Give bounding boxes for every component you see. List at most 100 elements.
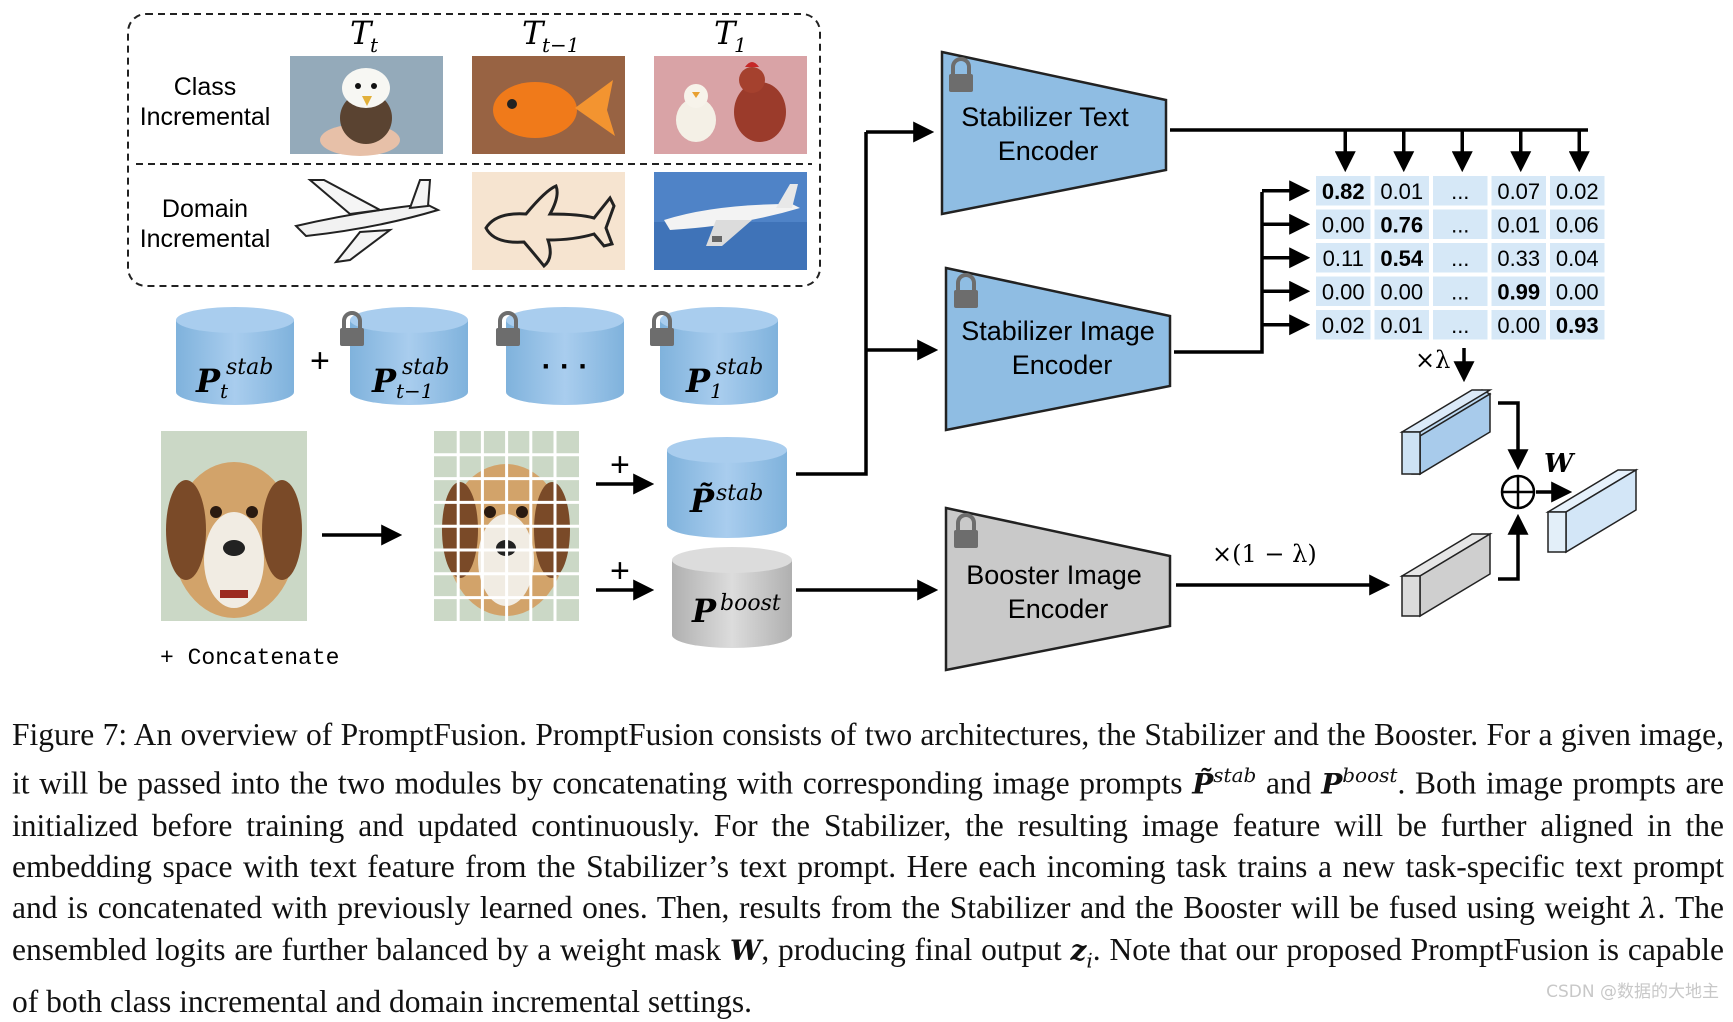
svg-text:Encoder: Encoder <box>1008 594 1109 624</box>
matrix-cell-value: 0.11 <box>1323 246 1364 271</box>
matrix-cell-value: 0.93 <box>1556 313 1599 338</box>
matrix-cell-value: ... <box>1451 179 1469 204</box>
airplane-photo-image <box>654 172 807 270</box>
svg-text:P: P <box>685 362 711 400</box>
matrix-cell-value: ... <box>1451 313 1469 338</box>
matrix-cell-value: ... <box>1451 213 1469 238</box>
task-header-t: T t <box>350 14 379 57</box>
svg-text:stab: stab <box>716 355 763 380</box>
prompt-pool-cylinder-ellipsis: · · · <box>506 307 624 405</box>
svg-text:t: t <box>220 379 229 403</box>
svg-text:P: P <box>691 592 717 630</box>
figure-caption: Figure 7: An overview of PromptFusion. P… <box>12 717 1725 1019</box>
matrix-cell <box>1550 176 1605 206</box>
airplane-sketch-image <box>472 172 625 270</box>
matrix-cell-value: 0.54 <box>1380 246 1424 271</box>
matrix-cell <box>1433 176 1488 206</box>
one-minus-lambda-label: ×(1 − λ) <box>1212 540 1317 568</box>
matrix-cell-value: 0.02 <box>1556 179 1599 204</box>
matrix-cell-value: 0.00 <box>1556 280 1599 305</box>
class-label-line1: Class <box>174 73 237 101</box>
matrix-cell <box>1316 176 1371 206</box>
matrix-cell-value: 0.00 <box>1497 313 1540 338</box>
stab-logits-cuboid <box>1399 389 1493 476</box>
svg-text:t−1: t−1 <box>396 379 434 403</box>
task-header-1: T 1 <box>714 14 747 57</box>
promptfusion-diagram: T t T t−1 T 1 Class Incremental Domain I… <box>127 13 1639 672</box>
matrix-cell-value: 0.33 <box>1497 246 1540 271</box>
plus-sign-stab: + <box>610 446 630 484</box>
route-stab-cuboid-to-sum <box>1498 401 1529 471</box>
matrix-cell <box>1433 310 1488 340</box>
matrix-cell-value: 0.76 <box>1380 213 1423 238</box>
stab-image-prompt-cylinder: P̃ stab <box>667 437 787 538</box>
prompt-pool-cylinder-1: P stab 1 <box>660 307 778 405</box>
svg-text:t: t <box>370 33 379 57</box>
svg-text:P: P <box>371 362 397 400</box>
matrix-cell <box>1550 243 1605 273</box>
beagle-painting-image <box>161 431 307 621</box>
matrix-cell <box>1491 276 1546 306</box>
matrix-cell <box>1374 310 1429 340</box>
svg-text:stab: stab <box>226 355 273 380</box>
svg-text:t−1: t−1 <box>542 33 580 57</box>
column-arrows <box>1334 130 1590 173</box>
prompt-pool-cylinder-t: P stab t <box>176 307 294 405</box>
svg-text:Stabilizer Text: Stabilizer Text <box>961 102 1129 132</box>
boost-logits-cuboid <box>1399 532 1493 618</box>
class-label-line2: Incremental <box>140 103 271 131</box>
svg-text:Encoder: Encoder <box>998 136 1099 166</box>
svg-text:T: T <box>522 14 546 52</box>
svg-text:Encoder: Encoder <box>1012 350 1113 380</box>
matrix-cell <box>1491 243 1546 273</box>
svg-text:P: P <box>195 362 221 400</box>
matrix-cell-value: 0.01 <box>1380 179 1423 204</box>
plus-sign-boost: + <box>610 552 630 590</box>
domain-label-line1: Domain <box>162 195 248 223</box>
matrix-cell <box>1491 209 1546 239</box>
prompt-pool-cylinder-t-minus-1: P stab t−1 <box>350 307 468 405</box>
matrix-cell <box>1374 176 1429 206</box>
svg-text:stab: stab <box>402 355 449 380</box>
booster-image-encoder: Booster Image Encoder <box>944 506 1172 672</box>
matrix-cell-value: 0.02 <box>1322 313 1365 338</box>
domain-label-line2: Incremental <box>140 225 271 253</box>
matrix-cell-value: 0.82 <box>1322 179 1365 204</box>
concatenate-legend: + Concatenate <box>160 645 339 671</box>
svg-text:T: T <box>714 14 738 52</box>
matrix-cell <box>1316 310 1371 340</box>
matrix-cell <box>1316 243 1371 273</box>
lambda-label: ×λ <box>1415 346 1450 374</box>
svg-text:stab: stab <box>716 481 763 506</box>
image-feature-bus <box>1174 192 1264 354</box>
route-stab-prompt-to-encoders <box>796 132 868 476</box>
airplane-drawing-image <box>290 172 443 270</box>
svg-text:boost: boost <box>720 591 781 616</box>
matrix-cell-value: 0.04 <box>1556 246 1599 271</box>
beagle-patches-image <box>434 431 579 621</box>
svg-text:Stabilizer Image: Stabilizer Image <box>961 316 1155 346</box>
svg-text:Booster Image: Booster Image <box>966 560 1142 590</box>
stabilizer-text-encoder: Stabilizer Text Encoder <box>940 50 1168 216</box>
matrix-cell-value: 0.01 <box>1380 313 1423 338</box>
matrix-cell-value: 0.00 <box>1322 213 1365 238</box>
matrix-cell <box>1316 276 1371 306</box>
matrix-cell <box>1374 276 1429 306</box>
matrix-cell <box>1374 243 1429 273</box>
route-boost-cuboid-to-sum <box>1498 513 1529 581</box>
watermark: CSDN @数据的大地主 <box>1546 982 1719 1002</box>
output-logits-cuboid <box>1545 468 1639 554</box>
svg-text:· · ·: · · · <box>542 350 589 383</box>
task-header-t-minus-1: T t−1 <box>522 14 580 57</box>
matrix-cell-value: 0.07 <box>1497 179 1540 204</box>
matrix-cell <box>1433 276 1488 306</box>
matrix-cell-value: 0.00 <box>1322 280 1365 305</box>
matrix-cell <box>1550 209 1605 239</box>
matrix-cell-value: ... <box>1451 246 1469 271</box>
matrix-cell-value: ... <box>1451 280 1469 305</box>
svg-text:T: T <box>350 14 374 52</box>
matrix-cell-value: 0.00 <box>1380 280 1423 305</box>
eagle-plush-image <box>290 56 443 156</box>
matrix-cell <box>1433 243 1488 273</box>
